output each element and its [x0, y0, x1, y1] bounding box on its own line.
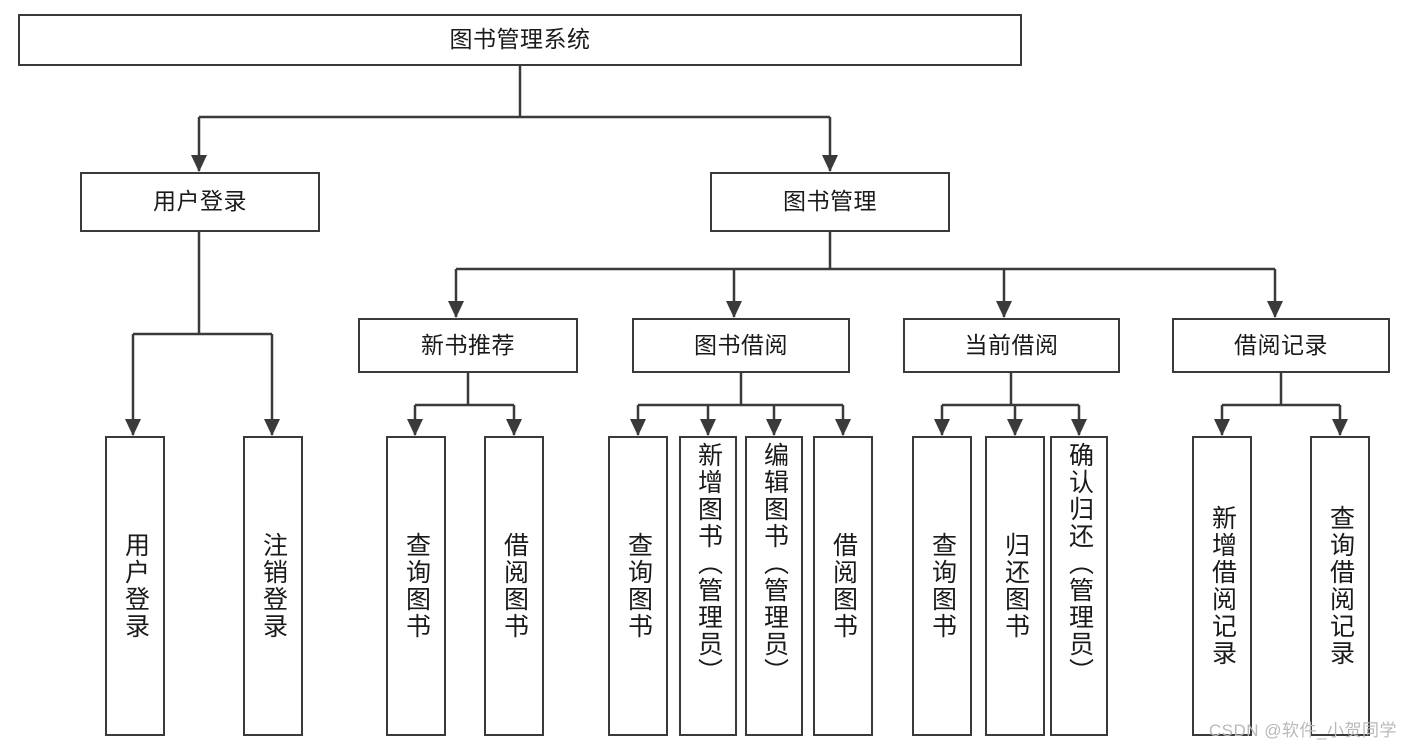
node-root[interactable]: 图书管理系统: [18, 14, 1022, 66]
node-label-l-login: 用户登录: [121, 532, 150, 640]
root-bus-arrowhead-1: [822, 155, 838, 172]
records-bus-arrowhead-1: [1332, 419, 1348, 436]
node-newbook[interactable]: 新书推荐: [358, 318, 578, 373]
node-l-return[interactable]: 归还图书: [985, 436, 1045, 736]
login-bus-arrowhead-1: [264, 419, 280, 436]
node-l-addrec[interactable]: 新增借阅记录: [1192, 436, 1252, 736]
node-l-logout[interactable]: 注销登录: [243, 436, 303, 736]
node-label-l-editbook: 编辑图书（管理员）: [760, 442, 789, 685]
bookmgmt-bus-arrowhead-1: [726, 301, 742, 318]
node-l-query2[interactable]: 查询图书: [608, 436, 668, 736]
bookmgmt-bus-arrowhead-2: [996, 301, 1012, 318]
node-label-l-return: 归还图书: [1001, 532, 1030, 640]
bookmgmt-bus-arrowhead-3: [1267, 301, 1283, 318]
node-label-l-borrow2: 借阅图书: [829, 532, 858, 640]
node-bookmgmt[interactable]: 图书管理: [710, 172, 950, 232]
node-l-editbook[interactable]: 编辑图书（管理员）: [745, 436, 803, 736]
node-l-confirm[interactable]: 确认归还（管理员）: [1050, 436, 1108, 736]
node-l-borrow1[interactable]: 借阅图书: [484, 436, 544, 736]
node-label-l-query2: 查询图书: [624, 532, 653, 640]
node-l-queryrec[interactable]: 查询借阅记录: [1310, 436, 1370, 736]
current-bus-arrowhead-2: [1071, 419, 1087, 436]
node-l-query3[interactable]: 查询图书: [912, 436, 972, 736]
newbook-bus-arrowhead-1: [506, 419, 522, 436]
current-bus-arrowhead-1: [1007, 419, 1023, 436]
node-label-bookmgmt: 图书管理: [783, 188, 877, 215]
node-l-borrow2[interactable]: 借阅图书: [813, 436, 873, 736]
node-label-l-query1: 查询图书: [402, 532, 431, 640]
login-bus-arrowhead-0: [125, 419, 141, 436]
current-bus-arrowhead-0: [934, 419, 950, 436]
node-label-l-addbook: 新增图书（管理员）: [694, 442, 723, 685]
node-label-l-addrec: 新增借阅记录: [1208, 505, 1237, 667]
node-l-query1[interactable]: 查询图书: [386, 436, 446, 736]
node-label-l-queryrec: 查询借阅记录: [1326, 505, 1355, 667]
node-l-addbook[interactable]: 新增图书（管理员）: [679, 436, 737, 736]
newbook-bus-arrowhead-0: [407, 419, 423, 436]
borrow-bus-arrowhead-3: [835, 419, 851, 436]
node-borrow[interactable]: 图书借阅: [632, 318, 850, 373]
node-label-l-logout: 注销登录: [259, 532, 288, 640]
node-label-records: 借阅记录: [1234, 331, 1328, 358]
node-label-newbook: 新书推荐: [421, 331, 515, 358]
records-bus-arrowhead-0: [1214, 419, 1230, 436]
node-label-borrow: 图书借阅: [694, 331, 788, 358]
borrow-bus-arrowhead-2: [766, 419, 782, 436]
watermark-text: CSDN @软件_小贺同学: [1208, 721, 1397, 740]
node-label-login: 用户登录: [153, 188, 247, 215]
node-label-current: 当前借阅: [964, 331, 1059, 358]
node-login[interactable]: 用户登录: [80, 172, 320, 232]
root-bus-arrowhead-0: [191, 155, 207, 172]
bookmgmt-bus-arrowhead-0: [448, 301, 464, 318]
node-label-root: 图书管理系统: [449, 26, 591, 53]
node-label-l-query3: 查询图书: [928, 532, 957, 640]
node-l-login[interactable]: 用户登录: [105, 436, 165, 736]
node-label-l-confirm: 确认归还（管理员）: [1065, 442, 1094, 685]
node-records[interactable]: 借阅记录: [1172, 318, 1390, 373]
borrow-bus-arrowhead-1: [700, 419, 716, 436]
node-label-l-borrow1: 借阅图书: [500, 532, 529, 640]
borrow-bus-arrowhead-0: [630, 419, 646, 436]
node-current[interactable]: 当前借阅: [903, 318, 1120, 373]
